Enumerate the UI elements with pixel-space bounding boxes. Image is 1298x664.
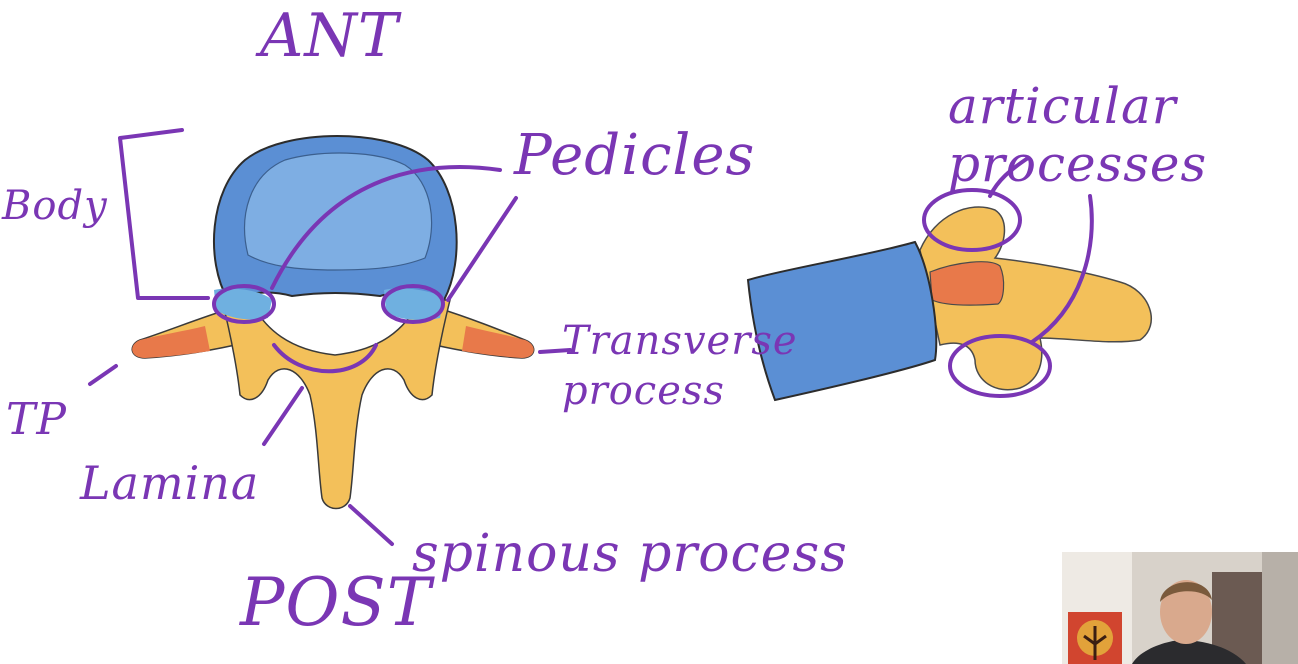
right-transverse-tip (462, 326, 534, 358)
left-pedicle-circle (212, 284, 276, 324)
lamina-arc (272, 343, 378, 374)
lateral-vertebral-body (746, 240, 938, 402)
spinous-pointer (348, 504, 394, 546)
label-pedicles: Pedicles (514, 123, 756, 188)
label-spinous-process: spinous process (412, 524, 848, 584)
articular-circle-bottom (948, 334, 1052, 398)
pedicles-pointer-left (270, 165, 502, 290)
articular-circle-top (922, 188, 1022, 252)
label-body: Body (2, 183, 108, 229)
vertebra-superior-view (131, 135, 535, 510)
annotation-strokes (88, 128, 1094, 546)
vertebra-lateral-view (746, 206, 1152, 402)
label-tp: TP (6, 394, 67, 445)
presenter-shoulders (1132, 640, 1246, 664)
right-pedicle-circle (381, 284, 445, 324)
lamina-pointer (262, 386, 304, 446)
vertebral-body-cancellous (244, 152, 433, 271)
label-ant: ANT (260, 1, 399, 71)
body-bracket (118, 128, 210, 300)
label-post: POST (240, 564, 432, 641)
articular-pointer-top (988, 156, 1030, 198)
label-lamina: Lamina (80, 456, 260, 510)
presenter-video (1062, 552, 1298, 664)
tp-pointer (88, 364, 118, 386)
label-transverse-process: Transverse process (562, 318, 798, 414)
articular-pointer-bottom (1030, 194, 1094, 344)
transverse-pointer (538, 348, 572, 354)
presenter-head (1160, 580, 1212, 644)
left-transverse-tip (132, 326, 210, 358)
right-pedicle (384, 288, 444, 320)
label-articular-processes: articular processes (948, 77, 1208, 193)
pedicles-pointer-right (446, 196, 518, 302)
left-pedicle (214, 288, 272, 320)
lateral-arch (919, 206, 1152, 391)
webcam-overlay (1062, 552, 1298, 664)
lateral-pedicle (929, 261, 1005, 306)
